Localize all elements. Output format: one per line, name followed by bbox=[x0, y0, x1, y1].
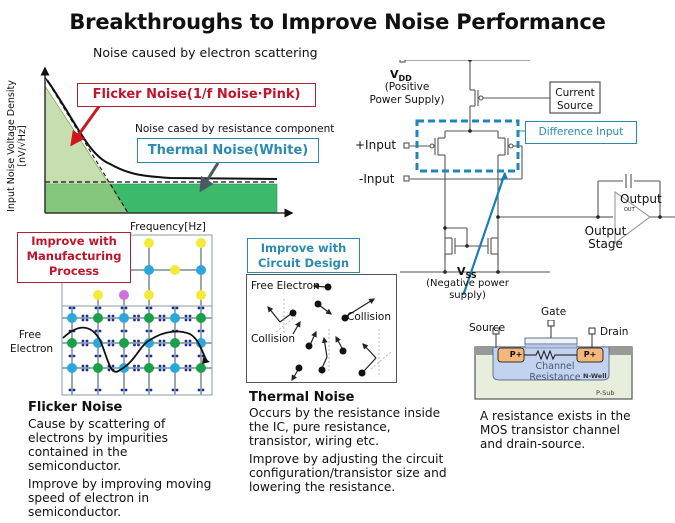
vdd-description: (Positive Power Supply) bbox=[369, 81, 445, 106]
difference-input-label: Difference Input bbox=[525, 121, 637, 144]
collision-label-1: Collision bbox=[347, 311, 391, 323]
lattice-atom bbox=[119, 338, 129, 348]
lattice-atom bbox=[196, 363, 206, 373]
lattice-atom bbox=[144, 338, 154, 348]
lattice-free-electron-label: Free Electron bbox=[10, 329, 54, 355]
circuit-design-callout: Improve with Circuit Design bbox=[247, 238, 360, 273]
lattice-atom bbox=[170, 338, 180, 348]
flicker-noise-heading: Flicker Noise bbox=[28, 400, 123, 415]
flicker-noise-label: Flicker Noise(1/f Noise·Pink) bbox=[77, 83, 316, 107]
vss-label: VSS bbox=[457, 265, 477, 281]
lattice-atom bbox=[93, 363, 103, 373]
silicon-lattice bbox=[61, 234, 213, 396]
lattice-atom bbox=[67, 313, 77, 323]
lattice-atom bbox=[170, 363, 180, 373]
collision-svg bbox=[267, 283, 392, 382]
page-title: Breakthroughs to Improve Noise Performan… bbox=[69, 10, 606, 34]
lattice-atom bbox=[196, 338, 206, 348]
lattice-atom bbox=[119, 313, 129, 323]
lattice-atom bbox=[144, 363, 154, 373]
lattice-atom bbox=[170, 313, 180, 323]
lattice-atom bbox=[67, 363, 77, 373]
y-axis-label: Input Noise Voltage Density [nV/√Hz] bbox=[6, 80, 28, 212]
op-amp-circuit bbox=[399, 60, 675, 295]
impurity-atom bbox=[196, 290, 206, 300]
flicker-noise-description: Cause by scattering of electrons by impu… bbox=[28, 417, 212, 519]
x-axis-label: Frequency[Hz] bbox=[130, 221, 206, 233]
collision-diagram bbox=[246, 274, 397, 383]
impurity-atom bbox=[170, 265, 180, 275]
collision-label-2: Collision bbox=[251, 333, 295, 345]
vdd-label: VDD bbox=[390, 68, 412, 84]
manufacturing-callout: Improve with Manufacturing Process bbox=[17, 232, 131, 283]
mos-p-plus-drain: P+ bbox=[583, 350, 597, 359]
out-pin-label: OUT bbox=[624, 207, 635, 213]
collision-free-electron-label: Free Electron bbox=[251, 280, 320, 292]
mos-drain-label: Drain bbox=[600, 326, 629, 338]
lattice-atom bbox=[93, 313, 103, 323]
impurity-atom bbox=[93, 290, 103, 300]
vss-description: (Negative power supply) bbox=[426, 278, 509, 301]
minus-input-label: -Input bbox=[359, 172, 395, 186]
thermal-noise-label: Thermal Noise(White) bbox=[137, 138, 319, 163]
thermal-arrow bbox=[199, 162, 220, 193]
current-source-label: Current Source bbox=[555, 87, 595, 112]
subtitle: Noise caused by electron scattering bbox=[93, 45, 318, 60]
total-noise-curve bbox=[46, 79, 278, 180]
lattice-atom bbox=[144, 313, 154, 323]
impurity-atom bbox=[144, 290, 154, 300]
noise-density-graph bbox=[40, 66, 294, 218]
impurity-atom bbox=[144, 238, 154, 248]
lattice-atom bbox=[144, 265, 154, 275]
mos-gate-label: Gate bbox=[541, 306, 567, 318]
p-sub-label: P-Sub bbox=[596, 389, 615, 397]
output-label: Output bbox=[620, 192, 662, 206]
mos-caption: A resistance exists in the MOS transisto… bbox=[480, 409, 631, 451]
channel-resistance-label: Channel Resistance bbox=[529, 361, 581, 383]
mos-cross-section bbox=[474, 320, 633, 400]
difference-input-highlight bbox=[415, 119, 520, 173]
lattice-atom bbox=[196, 265, 206, 275]
plus-input-label: +Input bbox=[355, 138, 397, 152]
output-stage-label: Output Stage bbox=[584, 224, 627, 251]
thermal-noise-description: Occurs by the resistance inside the IC, … bbox=[249, 406, 447, 494]
mos-p-plus-source: P+ bbox=[509, 350, 523, 359]
mos-source-label: Source bbox=[469, 322, 506, 334]
hydrogen-atom bbox=[119, 290, 129, 300]
thermal-noise-heading: Thermal Noise bbox=[249, 390, 355, 405]
flicker-arrow bbox=[70, 104, 102, 147]
thermal-caption: Noise cased by resistance component bbox=[135, 123, 335, 135]
electron-path bbox=[62, 326, 208, 373]
impurity-atom bbox=[196, 238, 206, 248]
lattice-atom bbox=[67, 338, 77, 348]
n-well-label: N-Well bbox=[583, 372, 607, 380]
lattice-atom bbox=[196, 313, 206, 323]
